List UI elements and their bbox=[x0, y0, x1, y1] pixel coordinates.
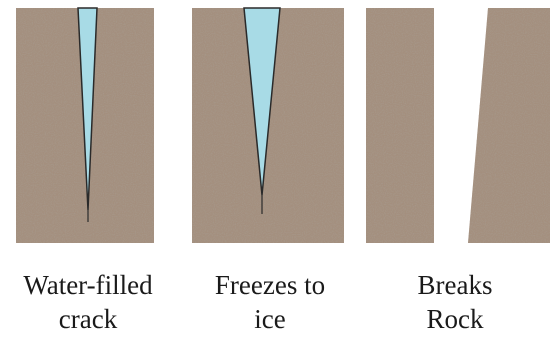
caption-line: ice bbox=[190, 302, 350, 336]
caption-line: Freezes to bbox=[190, 268, 350, 302]
caption-line: crack bbox=[0, 302, 176, 336]
caption-breaks-rock: Breaks Rock bbox=[388, 268, 522, 336]
caption-line: Breaks bbox=[388, 268, 522, 302]
caption-line: Water-filled bbox=[0, 268, 176, 302]
rock-fragment-right-texture bbox=[468, 8, 550, 243]
caption-water-filled-crack: Water-filled crack bbox=[0, 268, 176, 336]
rock-fragment-left-texture bbox=[366, 8, 434, 243]
caption-freezes-to-ice: Freezes to ice bbox=[190, 268, 350, 336]
stage-2-rock-block bbox=[192, 8, 344, 243]
caption-line: Rock bbox=[388, 302, 522, 336]
stage-3-broken-rock bbox=[366, 8, 550, 243]
stage-1-rock-block bbox=[16, 8, 154, 243]
